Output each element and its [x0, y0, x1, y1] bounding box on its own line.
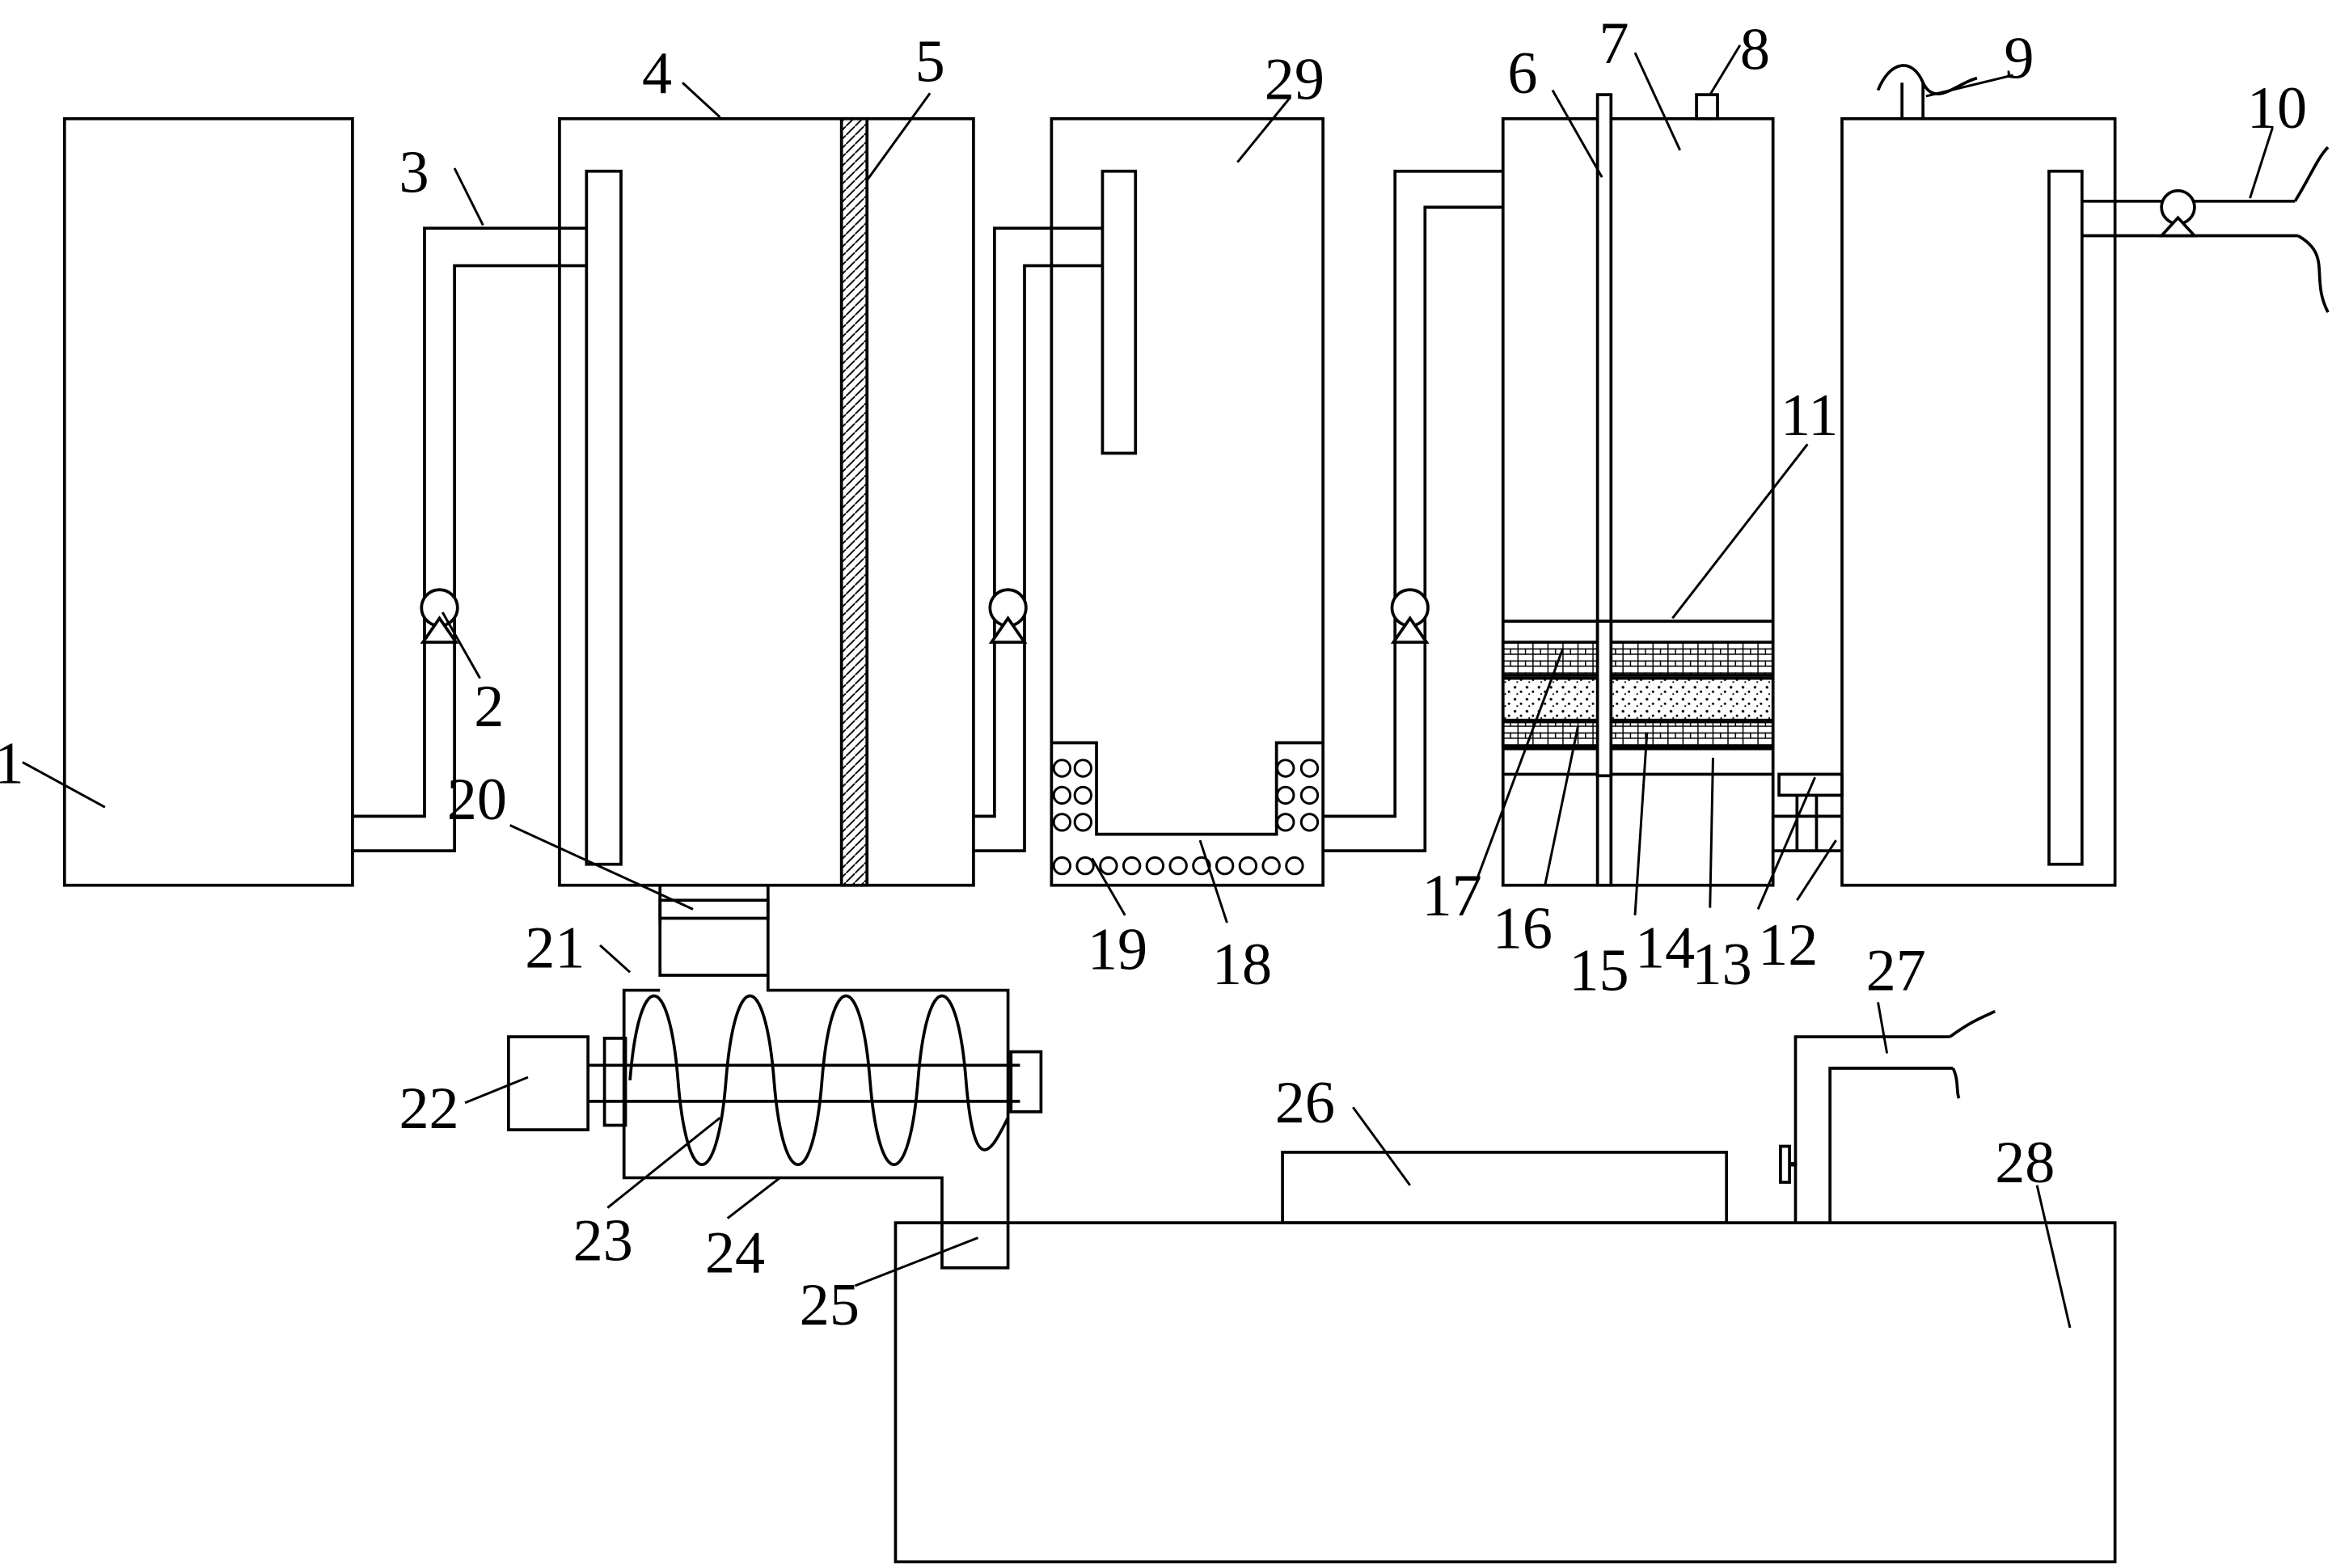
aeration-ball	[1052, 856, 1072, 876]
label-23: 23	[573, 1207, 633, 1274]
aeration-ball	[1122, 856, 1142, 876]
transfer-pipe-1	[973, 226, 1103, 852]
label-14: 14	[1635, 915, 1695, 982]
label-2: 2	[474, 674, 504, 740]
vent-cap	[1695, 93, 1719, 120]
label-13: 13	[1692, 932, 1751, 998]
motor-coupling	[602, 1037, 627, 1127]
aeration-ball	[1276, 785, 1295, 805]
label-6: 6	[1507, 40, 1537, 107]
aeration-ball	[1285, 856, 1304, 876]
inlet-pipe	[352, 226, 585, 852]
label-17: 17	[1422, 863, 1482, 929]
screw-spiral	[628, 994, 1010, 1166]
label-4: 4	[642, 40, 672, 107]
aeration-ball	[1215, 856, 1235, 876]
motor	[507, 1035, 590, 1131]
aeration-ball	[1276, 759, 1295, 778]
label-28: 28	[1995, 1130, 2055, 1196]
drain-valve	[658, 894, 770, 924]
connector-pipe	[1772, 795, 1842, 852]
label-24: 24	[705, 1219, 765, 1286]
inlet-baffle	[585, 169, 623, 866]
aeration-ball	[1168, 856, 1188, 876]
filter-tank	[1501, 116, 1775, 887]
aeration-ball	[1261, 856, 1281, 876]
aeration-ball	[1075, 856, 1095, 876]
aeration-bubbles	[1052, 759, 1320, 876]
aeration-tank	[1050, 116, 1325, 887]
aeration-ball	[1052, 759, 1072, 778]
aeration-ball	[1299, 785, 1320, 805]
pump-icon	[988, 588, 1028, 645]
callout-labels: 1 2 3 4 5 6 7 8 9 10 11 12 13 14 15 16 1…	[0, 11, 2307, 1338]
aeration-ball	[1052, 785, 1072, 805]
sludge-box	[894, 1221, 2117, 1564]
leader-lines	[22, 44, 2274, 1329]
label-8: 8	[1740, 17, 1770, 83]
box-outlet-valve	[1779, 1144, 1798, 1184]
aeration-ball	[1073, 759, 1093, 778]
sludge-hopper	[622, 885, 1010, 1270]
raw-water-tank	[62, 116, 354, 887]
label-3: 3	[399, 140, 429, 206]
aeration-ball	[1099, 856, 1118, 876]
label-12: 12	[1758, 912, 1818, 978]
label-5: 5	[915, 28, 945, 95]
backwash-rod-overlay	[1595, 619, 1613, 778]
aeration-ball	[1073, 813, 1093, 832]
aeration-ball	[1299, 813, 1320, 832]
label-16: 16	[1493, 896, 1553, 962]
outlet-pipe	[2081, 146, 2330, 313]
label-26: 26	[1275, 1070, 1335, 1136]
shaft-bearing	[1009, 1050, 1043, 1114]
label-22: 22	[399, 1076, 458, 1142]
top-vent-pipe	[1876, 64, 1978, 119]
label-1: 1	[0, 731, 24, 797]
aeration-ball	[1276, 813, 1295, 832]
label-21: 21	[525, 915, 585, 982]
tank-29-baffle	[1101, 169, 1138, 455]
transfer-pipe-2	[1323, 169, 1503, 852]
box-outlet-pipe	[1793, 1009, 1996, 1224]
label-15: 15	[1569, 938, 1629, 1004]
aeration-ball	[1145, 856, 1165, 876]
label-29: 29	[1265, 47, 1324, 113]
aerator-tray	[1051, 741, 1324, 836]
pump-icon	[2157, 188, 2199, 238]
label-18: 18	[1212, 932, 1272, 998]
pump-icon	[1390, 588, 1430, 645]
pump-icon	[420, 588, 459, 645]
clean-tank-baffle	[2047, 169, 2084, 866]
label-25: 25	[800, 1272, 860, 1338]
filter-layer-mesh	[1501, 720, 1775, 748]
label-11: 11	[1781, 382, 1838, 449]
filter-layer-grid	[1501, 640, 1775, 677]
aeration-ball	[1073, 785, 1093, 805]
box-cover	[1281, 1151, 1729, 1224]
aeration-ball	[1052, 813, 1072, 832]
label-9: 9	[2004, 26, 2034, 92]
label-10: 10	[2247, 75, 2307, 142]
filter-membrane	[839, 116, 869, 887]
label-20: 20	[447, 767, 507, 833]
label-7: 7	[1599, 11, 1629, 77]
aeration-ball	[1238, 856, 1258, 876]
aeration-ball	[1299, 759, 1320, 778]
label-27: 27	[1866, 938, 1926, 1004]
screw-shaft	[588, 1063, 1020, 1103]
label-19: 19	[1088, 917, 1147, 983]
aeration-ball	[1192, 856, 1211, 876]
clean-water-tank	[1840, 116, 2117, 887]
